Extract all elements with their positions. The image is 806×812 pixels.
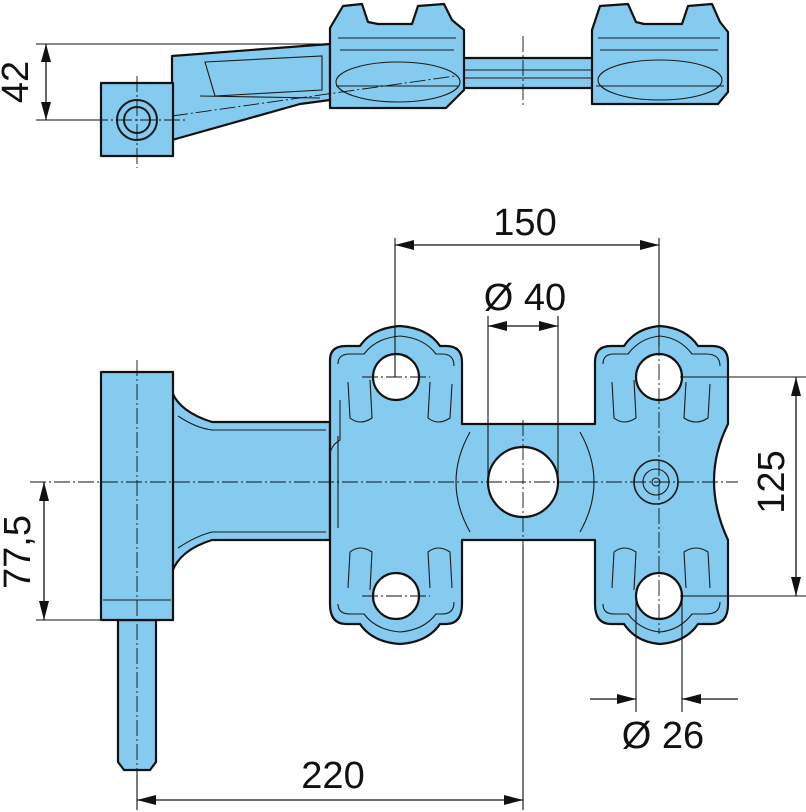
dim-42-label: 42 xyxy=(0,61,37,103)
dim-bore-40-label: Ø 40 xyxy=(484,277,566,319)
top-view xyxy=(36,2,730,168)
dim-125-label: 125 xyxy=(751,450,793,513)
dim-150-label: 150 xyxy=(493,202,556,244)
dim-220-label: 220 xyxy=(301,755,364,797)
front-view xyxy=(30,238,806,810)
top-view-right-clamp xyxy=(590,2,730,106)
top-view-connector xyxy=(453,56,602,90)
dim-77-5-label: 77,5 xyxy=(0,515,39,589)
dim-hole-26-label: Ø 26 xyxy=(622,715,704,757)
top-view-left-clamp xyxy=(328,2,466,110)
top-view-arm xyxy=(170,42,332,142)
